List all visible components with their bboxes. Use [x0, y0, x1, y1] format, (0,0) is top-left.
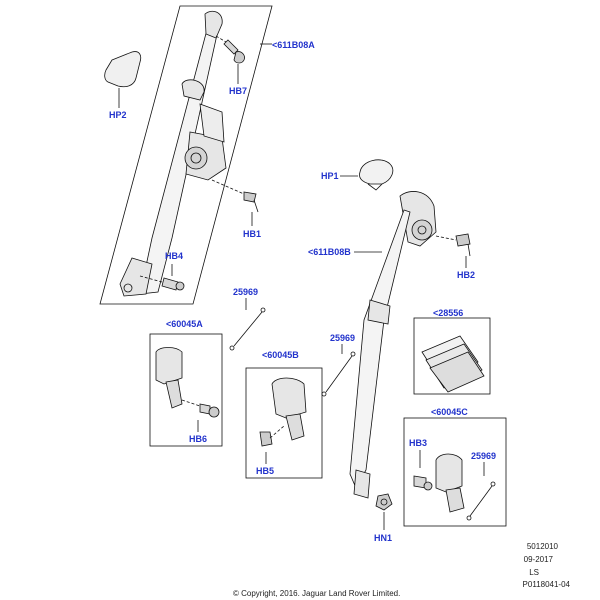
- callout-25969-a: 25969: [233, 287, 259, 297]
- buckle-60045c: [435, 453, 465, 513]
- callout-hb6: HB6: [189, 434, 208, 444]
- callout-hb7: HB7: [229, 86, 248, 96]
- callout-60045c: <60045C: [431, 407, 468, 417]
- drawing-code: LS: [529, 568, 539, 577]
- cap-hp1: [359, 159, 394, 185]
- nut-hn1: [375, 493, 393, 511]
- callout-611b08b: <611B08B: [308, 247, 351, 257]
- callout-hb4: HB4: [165, 251, 184, 261]
- buckle-60045b-frame: [245, 367, 323, 479]
- retractor-a: [184, 103, 227, 181]
- buckle-60045a-frame: [149, 333, 223, 447]
- callout-hb3: HB3: [409, 438, 428, 448]
- buckle-60045b: [271, 377, 307, 441]
- bolt-hb2: [455, 233, 471, 257]
- copyright-notice: © Copyright, 2016. Jaguar Land Rover Lim…: [233, 589, 401, 598]
- drawing-date: 09-2017: [523, 555, 553, 564]
- callout-hb1: HB1: [243, 229, 262, 239]
- callout-hn1: HN1: [374, 533, 393, 543]
- callout-611b08a: <611B08A: [272, 40, 315, 50]
- labels-28556-frame: [413, 317, 491, 395]
- label-sheets-28556: [421, 335, 485, 393]
- bolt-hb3: [413, 475, 433, 491]
- drawing-number: 5012010: [526, 542, 558, 551]
- bolt-hb4: [161, 277, 185, 291]
- belt-assembly-a-frame: [99, 5, 273, 305]
- callout-60045b: <60045B: [262, 350, 299, 360]
- bolt-hb6: [199, 403, 220, 418]
- callout-25969-c: 25969: [471, 451, 497, 461]
- belt-webbing-b: [349, 191, 437, 499]
- buckle-60045c-frame: [403, 417, 507, 527]
- wire-25969-a: [233, 311, 263, 347]
- bolt-hb7: [223, 39, 245, 64]
- callout-hb2: HB2: [457, 270, 476, 280]
- callout-hp2: HP2: [109, 110, 127, 120]
- wire-25969-b: [325, 355, 353, 393]
- wire-25969-c: [469, 485, 493, 517]
- callout-60045a: <60045A: [166, 319, 203, 329]
- callout-hp1: HP1: [321, 171, 339, 181]
- callout-28556: <28556: [433, 308, 464, 318]
- trim-cover-hp2: [104, 51, 142, 88]
- drawing-reference: P0118041-04: [522, 580, 570, 589]
- bolt-hb5: [259, 431, 273, 447]
- callout-hb5: HB5: [256, 466, 275, 476]
- buckle-60045a: [155, 347, 183, 409]
- bolt-hb1: [243, 191, 259, 213]
- callout-25969-b: 25969: [330, 333, 356, 343]
